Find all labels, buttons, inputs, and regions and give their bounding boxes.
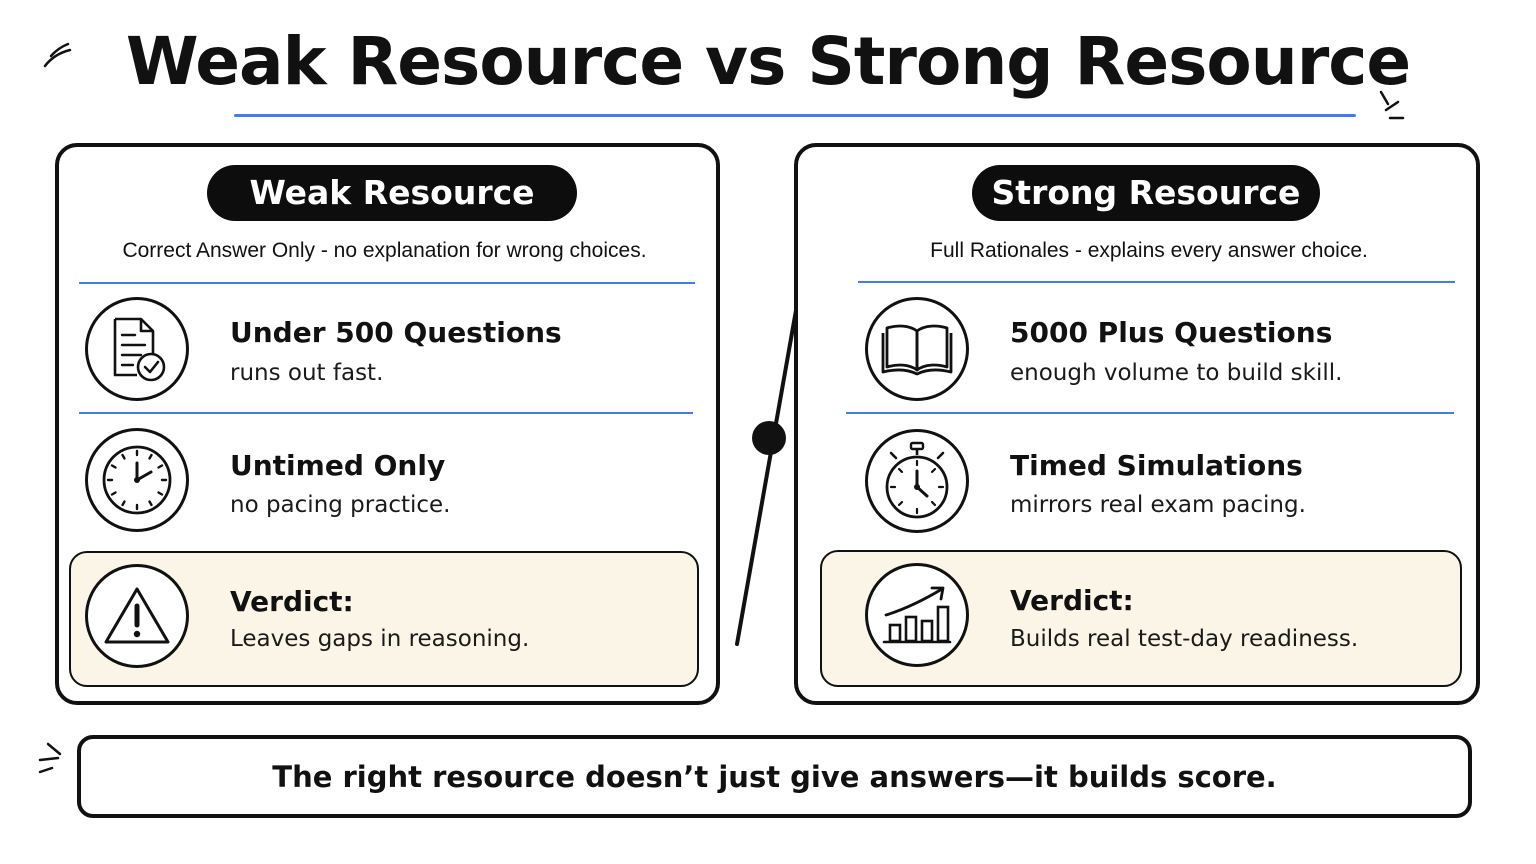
strong-resource-label: Strong Resource xyxy=(972,165,1320,221)
warning-icon xyxy=(104,587,170,644)
strong-row-2-icon-circle xyxy=(865,429,969,533)
stopwatch-icon xyxy=(885,441,949,519)
spark-decoration-top-left xyxy=(43,42,72,68)
footer-text: The right resource doesn’t just give ans… xyxy=(272,759,1277,794)
strong-row-1-title: 5000 Plus Questions xyxy=(1010,316,1333,349)
weak-verdict-desc: Leaves gaps in reasoning. xyxy=(230,626,530,652)
strong-resource-subtitle: Full Rationales - explains every answer … xyxy=(930,239,1368,262)
strong-separator-2 xyxy=(846,412,1454,414)
weak-resource-label: Weak Resource xyxy=(207,165,577,221)
open-book-icon xyxy=(881,324,953,376)
strong-row-2-title: Timed Simulations xyxy=(1010,449,1303,482)
page-title: Weak Resource vs Strong Resource xyxy=(125,23,1411,100)
title-underline xyxy=(234,114,1356,117)
strong-row-3-icon-circle xyxy=(865,563,969,667)
document-check-icon xyxy=(113,317,166,382)
weak-row-2-icon-circle xyxy=(85,428,189,532)
weak-row-2-desc: no pacing practice. xyxy=(230,492,451,518)
strong-verdict-title: Verdict: xyxy=(1010,584,1134,617)
spark-decoration-bottom-left xyxy=(38,742,62,774)
weak-separator-2 xyxy=(79,412,693,414)
growth-chart-icon xyxy=(882,586,952,644)
weak-row-2-title: Untimed Only xyxy=(230,449,446,482)
weak-row-1-icon-circle xyxy=(85,297,189,401)
weak-row-3-icon-circle xyxy=(85,564,189,668)
weak-row-1-title: Under 500 Questions xyxy=(230,316,562,349)
weak-row-1-desc: runs out fast. xyxy=(230,360,384,386)
strong-row-1-icon-circle xyxy=(865,297,969,401)
spark-decoration-top-right xyxy=(1379,90,1405,120)
weak-separator-1 xyxy=(79,282,695,284)
footer-box: The right resource doesn’t just give ans… xyxy=(77,735,1472,818)
strong-row-1-desc: enough volume to build skill. xyxy=(1010,360,1343,386)
strong-separator-1 xyxy=(858,281,1455,283)
strong-row-2-desc: mirrors real exam pacing. xyxy=(1010,492,1306,518)
strong-verdict-desc: Builds real test-day readiness. xyxy=(1010,626,1359,652)
clock-icon xyxy=(102,445,172,515)
weak-resource-subtitle: Correct Answer Only - no explanation for… xyxy=(122,239,647,262)
weak-verdict-title: Verdict: xyxy=(230,585,354,618)
